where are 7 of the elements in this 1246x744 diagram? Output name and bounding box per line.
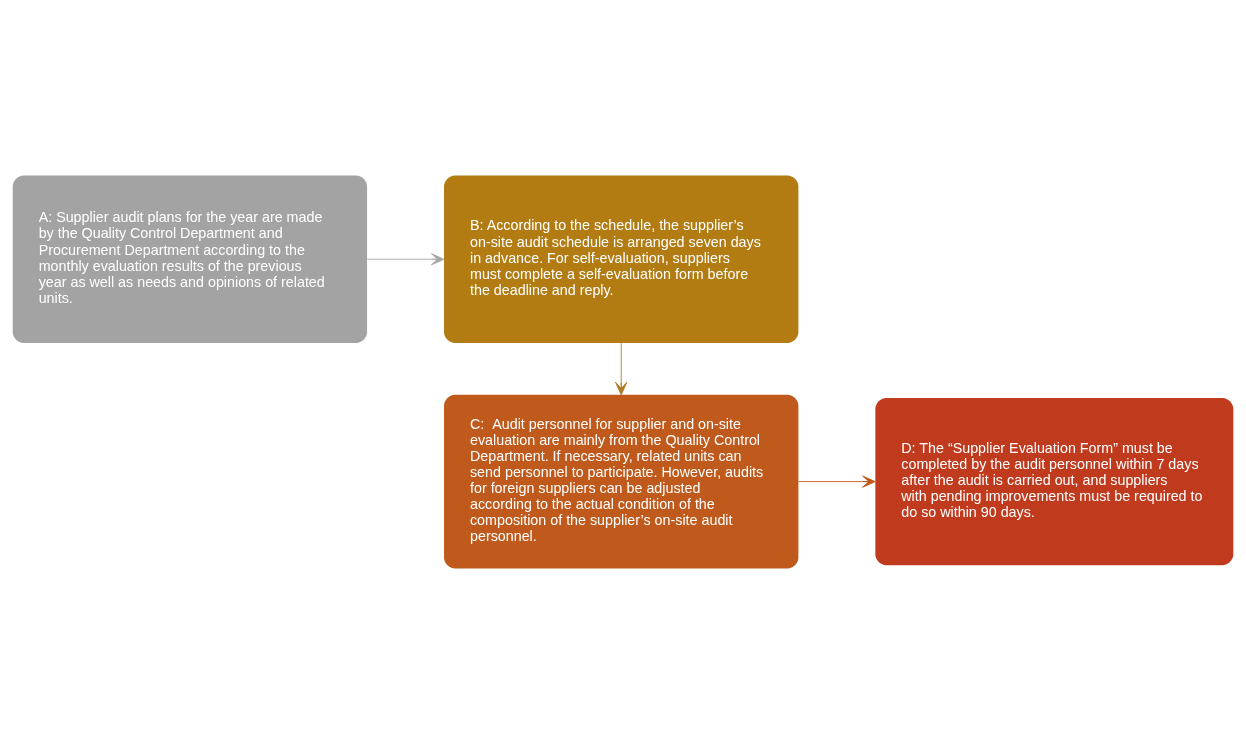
arrow [615, 342, 628, 396]
node-box: C: Audit personnel for supplier and on-site evaluation are mainly from the Quality Control Department. If necessary, related units can send personnel to participate. However, audits for foreign suppliers can be adjusted according to the actual condition of the composition of the supplier’s on-site audit personnel. [444, 394, 799, 569]
node-box: A: Supplier audit plans for the year are made by the Quality Control Department and Procurement Department according to the monthly evaluation results of the previous year as well as needs and opinions of related units. [12, 175, 368, 343]
node-box: B: According to the schedule, the supplier’s on-site audit schedule is arranged seven days in advance. For self-evaluation, suppliers must complete a self-evaluation form before the deadline and reply. [444, 175, 799, 343]
node-box: D: The “Supplier Evaluation Form” must be completed by the audit personnel within 7 days after the audit is carried out, and suppliers with pending improvements must be required to do so within 90 days. [875, 397, 1234, 566]
arrow [366, 253, 445, 266]
arrow [798, 475, 876, 488]
